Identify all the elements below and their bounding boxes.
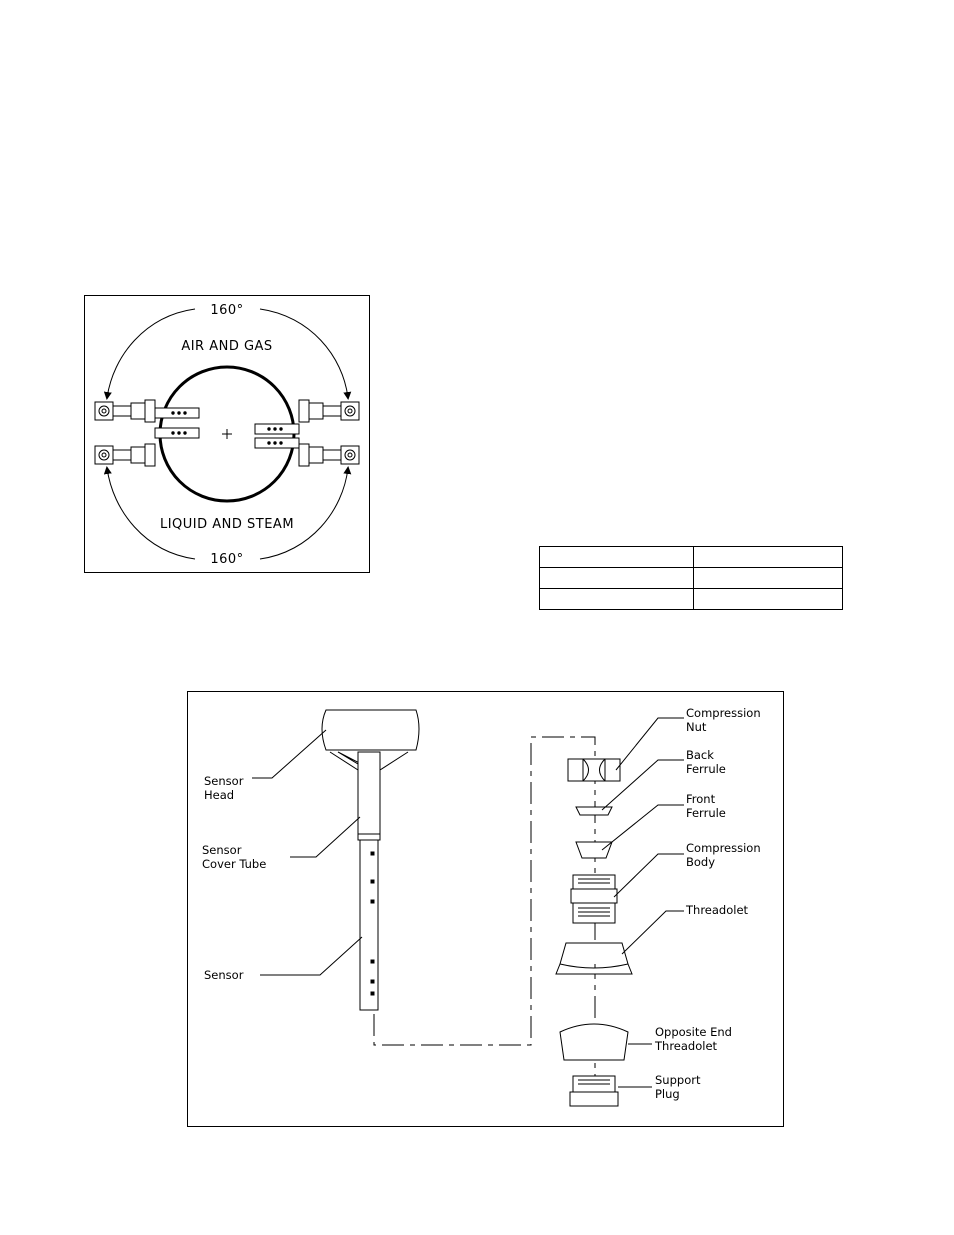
opposite-end-threadolet-part <box>559 1023 629 1061</box>
sensor-cover-tube-label: Sensor <box>202 843 242 857</box>
top-angle-label: 160° <box>210 303 243 318</box>
support-plug-part <box>569 1075 619 1107</box>
table-cell <box>539 588 694 610</box>
top-arc <box>103 308 196 400</box>
bottom-arc <box>103 466 196 560</box>
table-cell <box>693 546 843 568</box>
compression-nut-label: Nut <box>686 720 707 734</box>
compression-body-part <box>570 874 618 924</box>
leader-lines <box>252 717 684 1088</box>
compression-body-label: Body <box>686 855 715 869</box>
sensor-right-upper <box>254 399 360 435</box>
orientation-diagram: 160° AIR AND GAS LIQUID AND STEAM 160° <box>84 295 370 573</box>
sensor-right-lower <box>254 437 360 467</box>
sensor-head-label: Head <box>204 788 234 802</box>
blank-table <box>539 546 843 610</box>
assembly-diagram: Sensor Head Sensor Cover Tube Sensor Com… <box>187 691 784 1127</box>
bottom-arc-right <box>259 466 352 560</box>
table-cell <box>693 588 843 610</box>
sensor-head-label: Sensor <box>204 774 244 788</box>
sensor-left-upper <box>94 399 200 423</box>
back-ferrule-label: Back <box>686 748 714 762</box>
sensor-cover-tube-part <box>357 751 381 841</box>
table-row <box>539 588 843 610</box>
support-plug-label: Support <box>655 1073 701 1087</box>
support-plug-label: Plug <box>655 1087 680 1101</box>
orientation-drawing: 160° AIR AND GAS LIQUID AND STEAM 160° <box>94 303 360 567</box>
part-labels: Sensor Head Sensor Cover Tube Sensor Com… <box>202 706 761 1101</box>
sensor-head-part <box>321 709 420 771</box>
table-cell <box>539 567 694 589</box>
back-ferrule-label: Ferrule <box>686 762 726 776</box>
opposite-end-threadolet-label: Threadolet <box>654 1039 718 1053</box>
compression-body-label: Compression <box>686 841 761 855</box>
air-and-gas-label: AIR AND GAS <box>181 339 272 354</box>
compression-nut-label: Compression <box>686 706 761 720</box>
table-cell <box>693 567 843 589</box>
opposite-end-threadolet-label: Opposite End <box>655 1025 732 1039</box>
threadolet-label: Threadolet <box>685 903 749 917</box>
center-mark <box>222 429 232 439</box>
sensor-cover-tube-label: Cover Tube <box>202 857 266 871</box>
back-ferrule-part <box>575 806 613 816</box>
front-ferrule-label: Ferrule <box>686 806 726 820</box>
front-ferrule-label: Front <box>686 792 716 806</box>
sensor-part <box>359 839 379 1011</box>
top-arc-right <box>259 308 352 400</box>
bottom-angle-label: 160° <box>210 552 243 567</box>
threadolet-part <box>555 942 633 975</box>
table-row <box>539 567 843 589</box>
sensor-left-lower <box>94 427 200 467</box>
sensor-label: Sensor <box>204 968 244 982</box>
front-ferrule-part <box>575 841 613 859</box>
table-row <box>539 546 843 568</box>
assembly-drawing: Sensor Head Sensor Cover Tube Sensor Com… <box>202 706 761 1107</box>
table-cell <box>539 546 694 568</box>
compression-nut-part <box>567 758 621 782</box>
assembly-path-line <box>373 736 596 1092</box>
liquid-and-steam-label: LIQUID AND STEAM <box>160 517 294 532</box>
